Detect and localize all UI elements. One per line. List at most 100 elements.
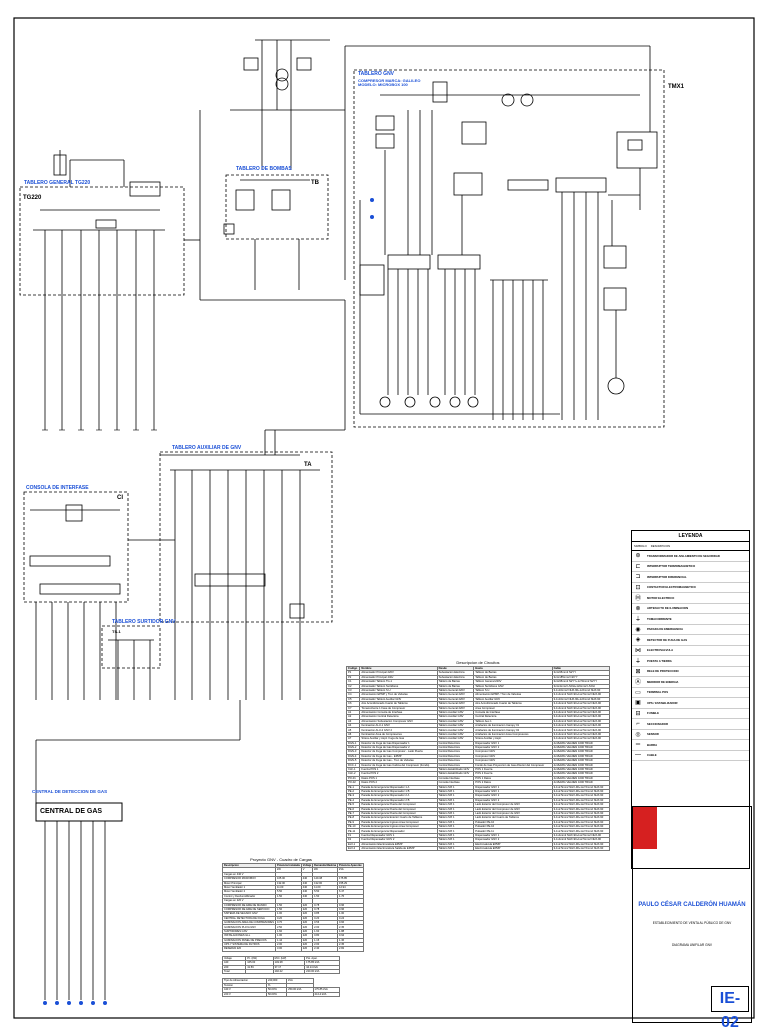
tmx1-label: TMX1 [668, 84, 685, 90]
circuit-cell: DGN-2 [346, 744, 361, 751]
load-cell: 220 [300, 920, 314, 926]
circuit-cell: 3-1x4mm2 NHX-90+1x2.5mm2 NHX-90 [551, 714, 610, 720]
circuit-cell: 3-1x2.5mm2 NHX-90+1x2.5mm2 NHX-90 [551, 815, 610, 821]
load-cell: INSTALACIONES GLL [221, 933, 277, 939]
circuit-cell: 3-1x2.5mm2 NHX-90+1x2.5mm2 NHX-90 [551, 797, 610, 804]
load-total-cell: Total [221, 968, 247, 975]
circuit-cell: 3-1x4mm2 NHX-90+1x2.5mm2 NHX-90 [551, 727, 610, 733]
outlet-icon: ⏚ [634, 617, 641, 624]
load-cell: COMPRESOR DE AIRE DE MANDO [221, 902, 277, 908]
switch-icon: ⌐ [636, 720, 640, 727]
legend-item: Ⓐ MEDIDOR DE ENERGIA [632, 677, 749, 688]
circuit-cell: Alimentacion Subestacion Compresor GNV [359, 718, 438, 725]
load-cell: 220 [300, 911, 314, 917]
circuit-cell: Parada de Emergencia Dispensador [359, 828, 438, 834]
circuit-cell: Parada de Emergencia Puerta del Compreso… [359, 810, 438, 817]
circuit-cell: 3-1x2.5mm2 NHX-90+1x2.5mm2 NHX-90 [551, 806, 610, 812]
ts1-caption: TABLERO SURTIDOR GNV [112, 619, 176, 625]
legend-col-symbol: SIMBOLO [634, 544, 647, 548]
circuit-cell: 3-1x4mm2 NHX-90+1x2.5mm2 NHX-90 [551, 701, 610, 707]
load-header-cell: Demanda Maxima [312, 862, 339, 869]
load-table-header: Descripcion Potencia Instalada Voltaje D… [221, 862, 364, 869]
legend-col-desc: DESCRIPCION [650, 544, 671, 548]
circuit-cell: Parada de Emergencia Dispensador 2 B [359, 797, 438, 804]
circuit-cell: 3-1x4mm2 NHX-90+1x2.5mm2 NHX-90 [551, 692, 610, 698]
circuit-cell: 3-1x2.5mm2 NHX-90+1x2.5mm2 NHX-90 [551, 784, 610, 790]
circuit-cell: Detector de Fuga de Gas Cabina del Compr… [359, 762, 438, 769]
load-cell: 440 [300, 893, 314, 900]
circuit-cell: ELV-1 [346, 841, 361, 848]
circuit-cell: PE-9 [346, 819, 361, 826]
circuit-cell: PE-6 [346, 806, 361, 812]
load-cell: ILUMINACION PLAYA GNV [221, 924, 277, 930]
legend-item: ⊡CONTACTOR ELECTROMAGNETICO [632, 583, 749, 593]
tg220-caption: TABLERO GENERAL TG220 [24, 180, 91, 186]
load-table: Proyecto GNV - Cuadro de Cargas Descripc… [221, 857, 364, 997]
contactor-icon: ⊡ [635, 584, 641, 591]
legend-item-label: TOMACORRIENTE [647, 616, 672, 621]
stop-icon: ◉ [635, 626, 641, 633]
circuit-cell: 3x1x95mm2 N2YY+1x70mm2 N2YY [551, 679, 610, 685]
circuit-cell: 4x16AWG VELDEN 1000 TRIAD [551, 744, 610, 751]
drawing-code: IE-02 [711, 986, 749, 1031]
load-cell: 440 [300, 889, 314, 895]
valve-icon: ⋈ [635, 647, 641, 654]
project-description: ESTABLECIMIENTO DE VENTA AL PÚBLICO DE G… [652, 921, 732, 925]
legend-item-label: MEDIDOR DE ENERGIA [647, 679, 679, 684]
circuit-cell: 4x16AWG VELDEN 1000 TRIAD [551, 740, 610, 747]
cable-icon: ― [635, 752, 641, 759]
legend-item: ⊛TRANSFORMADOR DE AISLAMIENTO DE SEGURID… [632, 551, 749, 562]
load-cell: RESERVA 220 [221, 946, 277, 952]
tmx1-caption: TABLERO GNV [358, 71, 395, 77]
ta-label: TA [304, 462, 312, 468]
sensor-icon: ◎ [635, 731, 641, 738]
circuit-cell: 3-1x2.5mm2 NHX-90+1x2.5mm2 NHX-90 [551, 845, 610, 852]
central-gas-caption: CENTRAL DE DETECCION DE GAS [32, 789, 108, 794]
load-cell: COMPRESOR MICROBOX [221, 876, 277, 882]
legend-item-label: INTERRUPTOR DIFERENCIAL [647, 574, 687, 579]
legend-item-label: ELECTROVALVULA [647, 648, 674, 653]
circuit-cell: 4x16AWG VELDEN 1000 TRIAD [551, 762, 610, 769]
meter-icon: Ⓐ [634, 680, 641, 687]
legend-item: ⏚PUESTA A TIERRA [632, 656, 749, 667]
circuit-cell: 3-1x2.5mm2 NHX-90+1x2.5mm2 NHX-90 [551, 810, 610, 817]
load-total-cell: 192.22 [272, 968, 306, 975]
circuit-cell: 3-1x2.5mm2 NHX-90+1x2.5mm2 NHX-90 [551, 828, 610, 834]
circuit-header-cell: Codigo [346, 665, 361, 672]
circuit-cell: PE-7 [346, 810, 361, 817]
differential-icon: ⊐ [635, 574, 641, 581]
load-cell: 440 [300, 880, 314, 887]
legend-item-label: RELE DE PROTECCION [647, 669, 679, 674]
circuit-cell: 4x16AWG VELDEN 1000 TRIAD [551, 780, 610, 786]
ta-caption: TABLERO AUXILIAR DE GNV [172, 445, 242, 451]
load-transformer-cell [286, 991, 314, 997]
load-cell: 220 [300, 924, 314, 930]
load-cell: 220 [300, 902, 314, 908]
ground-icon: ⏚ [634, 659, 641, 666]
circuit-cell: 3-1x4mm2 NHX-90+1x2.5mm2 NHX-90 [551, 705, 610, 711]
